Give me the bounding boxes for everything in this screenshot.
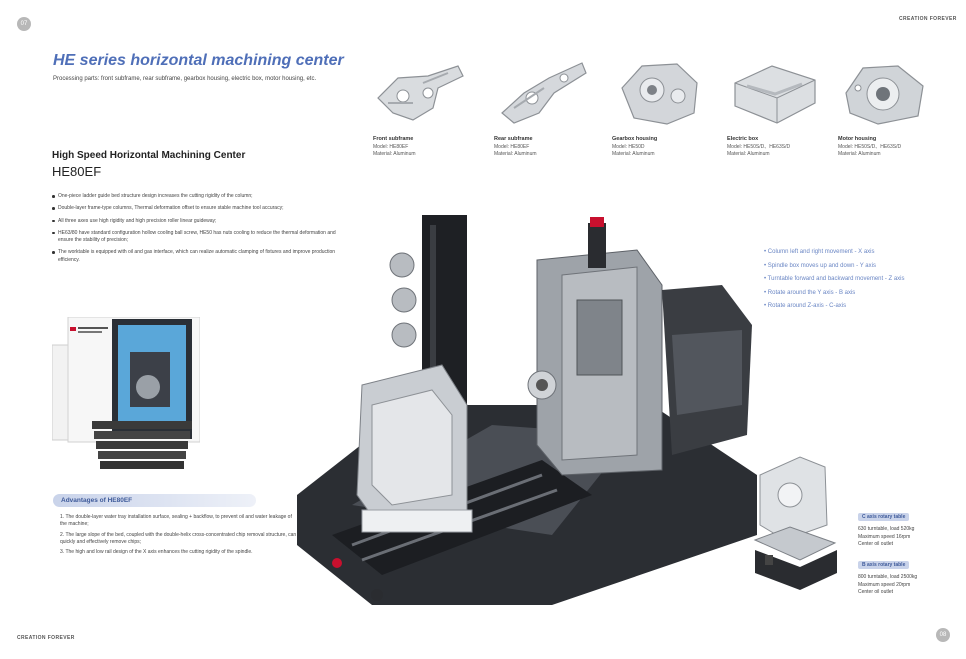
- brand-tagline-top: CREATION FOREVER: [899, 16, 957, 22]
- feature-item: The worktable is equipped with oil and g…: [52, 249, 337, 264]
- axis-list: Column left and right movement - X axis …: [764, 249, 905, 317]
- part-material: Material: Aluminum: [838, 151, 881, 158]
- advantage-item: 3. The high and low rail design of the X…: [60, 549, 253, 555]
- c-axis-rotary-title: C axis rotary table: [858, 513, 910, 521]
- c-axis-rotary-info: C axis rotary table 630 turntable, load …: [858, 505, 958, 549]
- b-axis-spec: Center oil outlet: [858, 589, 894, 595]
- feature-item: One-piece ladder guide bed structure des…: [52, 193, 337, 200]
- c-axis-spec: Center oil outlet: [858, 541, 894, 547]
- machining-center-cutaway-image: [297, 215, 757, 605]
- axis-item: Rotate around Z-axis - C-axis: [764, 303, 905, 309]
- section-title: High Speed Horizontal Machining Center: [52, 150, 246, 161]
- b-axis-rotary-info: B axis rotary table 800 turntable, load …: [858, 553, 958, 597]
- brand-logo: [70, 327, 76, 331]
- part-model: Model: HE80EF: [373, 144, 409, 150]
- part-model: Model: HE80EF: [494, 144, 530, 150]
- c-axis-spec: Maximum speed 16rpm: [858, 533, 911, 540]
- gearbox-housing-image: [621, 63, 698, 125]
- part-material: Material: Aluminum: [612, 151, 655, 158]
- b-axis-spec: 800 turntable, load 2500kg: [858, 574, 918, 580]
- part-material: Material: Aluminum: [727, 151, 770, 158]
- page-subtitle: Processing parts: front subframe, rear s…: [53, 76, 317, 82]
- axis-item: Turntable forward and backward movement …: [764, 276, 905, 282]
- axis-item: Spindle box moves up and down - Y axis: [764, 263, 905, 269]
- b-axis-spec: Maximum speed 20rpm: [858, 581, 911, 588]
- model-name: HE80EF: [52, 164, 102, 179]
- part-material: Material: Aluminum: [373, 151, 416, 158]
- advantage-item: 2. The large slope of the bed, coupled w…: [60, 531, 297, 545]
- axis-item: Rotate around the Y axis - B axis: [764, 290, 905, 296]
- part-model: Model: HE50S/D、HE63S/D: [838, 144, 902, 150]
- part-model: Model: HE50S/D、HE63S/D: [727, 144, 791, 150]
- machine-enclosure-image: [52, 317, 200, 469]
- part-model: Model: HE50D: [612, 144, 645, 150]
- advantages-title: Advantages of HE80EF: [53, 494, 256, 507]
- feature-item: Double-layer frame-type columns, Thermal…: [52, 205, 337, 212]
- page-title: HE series horizontal machining center: [53, 52, 344, 69]
- rear-subframe-image: [501, 62, 587, 124]
- rotary-table-image: [753, 456, 837, 590]
- electric-box-image: [734, 65, 816, 124]
- c-axis-spec: 630 turntable, load 520kg: [858, 526, 915, 532]
- feature-item: HE63/80 have standard configuration holl…: [52, 230, 337, 245]
- part-name: Rear subframe: [494, 136, 533, 142]
- advantage-item: 1. The double-layer water tray installat…: [60, 514, 292, 528]
- axis-item: Column left and right movement - X axis: [764, 249, 905, 255]
- part-material: Material: Aluminum: [494, 151, 537, 158]
- page-number-right: 08: [936, 628, 950, 642]
- part-name: Motor housing: [838, 136, 877, 142]
- advantages-list: 1. The double-layer water tray installat…: [60, 514, 300, 559]
- part-name: Front subframe: [373, 136, 414, 142]
- b-axis-rotary-title: B axis rotary table: [858, 561, 910, 569]
- part-name: Electric box: [727, 136, 759, 142]
- brand-tagline-bottom: CREATION FOREVER: [17, 635, 75, 641]
- motor-housing-image: [845, 65, 924, 125]
- part-name: Gearbox housing: [612, 136, 658, 142]
- spindle-motor-cap: [590, 217, 604, 227]
- front-subframe-image: [377, 65, 464, 121]
- feature-list: One-piece ladder guide bed structure des…: [52, 193, 337, 269]
- feature-item: All three axes use high rigidity and hig…: [52, 218, 337, 225]
- page-number-left: 07: [17, 17, 31, 31]
